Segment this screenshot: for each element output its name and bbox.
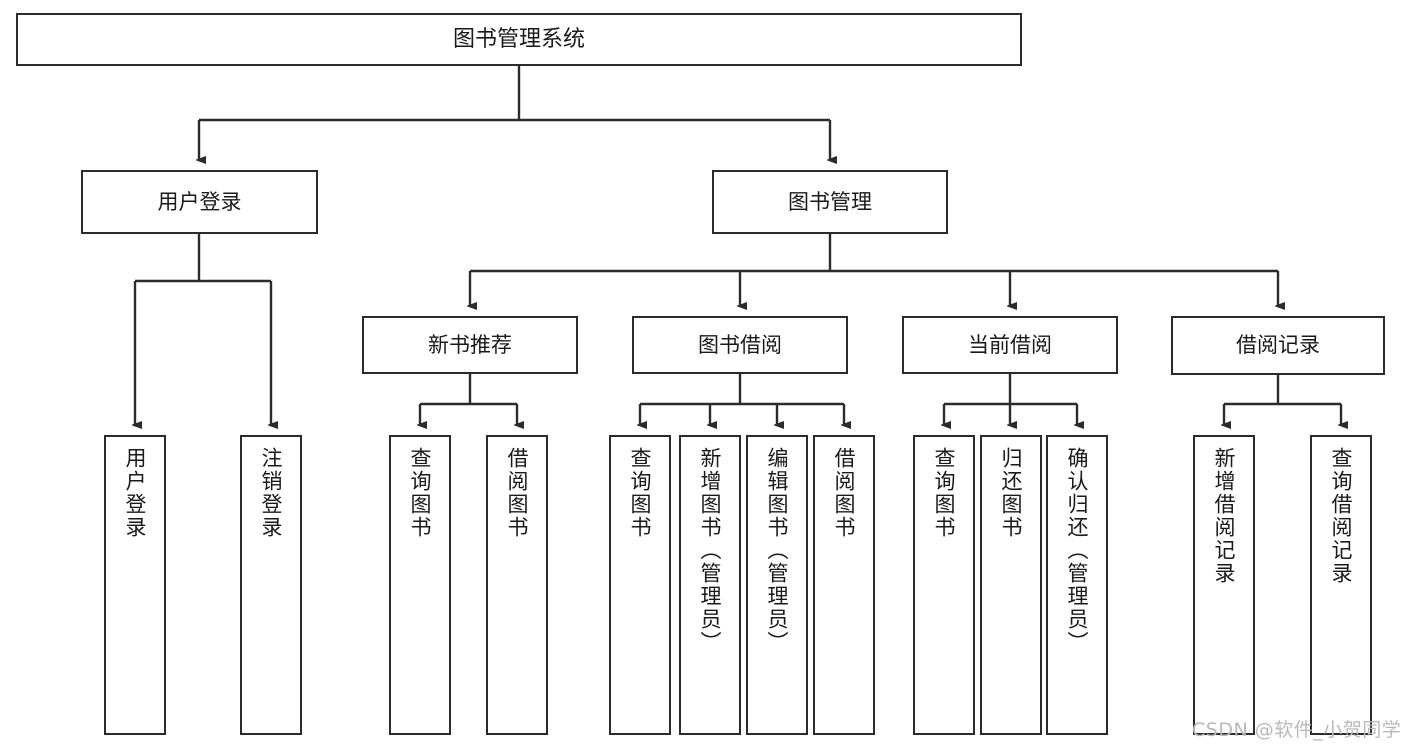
leaf-borrow-book-newbook[interactable]: 借阅图书: [486, 435, 548, 735]
leaf-add-book-admin[interactable]: 新增图书（管理员）: [679, 435, 741, 735]
node-label: 借阅记录: [1236, 333, 1320, 358]
node-label: 查询图书: [408, 447, 433, 539]
node-user-login[interactable]: 用户登录: [81, 170, 318, 234]
node-label: 当前借阅: [968, 332, 1052, 357]
node-label: 图书管理: [788, 189, 872, 214]
leaf-add-borrow-record[interactable]: 新增借阅记录: [1193, 435, 1255, 735]
leaf-query-book-newbook[interactable]: 查询图书: [389, 435, 451, 735]
node-label: 用户登录: [157, 189, 242, 214]
node-root[interactable]: 图书管理系统: [16, 13, 1022, 66]
node-new-book-recommend[interactable]: 新书推荐: [362, 316, 578, 374]
node-label: 新增图书（管理员）: [698, 447, 723, 654]
leaf-query-book-borrow[interactable]: 查询图书: [609, 435, 671, 735]
leaf-query-borrow-record[interactable]: 查询借阅记录: [1310, 435, 1372, 735]
node-book-borrow[interactable]: 图书借阅: [632, 316, 848, 374]
node-current-borrow[interactable]: 当前借阅: [902, 316, 1118, 374]
node-borrow-records[interactable]: 借阅记录: [1171, 316, 1385, 375]
node-label: 用户登录: [123, 447, 148, 539]
leaf-user-login[interactable]: 用户登录: [104, 435, 166, 735]
node-book-management[interactable]: 图书管理: [712, 170, 948, 234]
node-label: 新书推荐: [428, 332, 512, 357]
leaf-return-book[interactable]: 归还图书: [980, 435, 1042, 735]
node-label: 确认归还（管理员）: [1065, 447, 1090, 654]
node-label: 归还图书: [999, 447, 1024, 539]
node-label: 查询借阅记录: [1329, 447, 1354, 585]
leaf-confirm-return-admin[interactable]: 确认归还（管理员）: [1046, 435, 1108, 735]
leaf-edit-book-admin[interactable]: 编辑图书（管理员）: [746, 435, 808, 735]
node-label: 图书管理系统: [452, 26, 585, 52]
csdn-watermark: CSDN @软件_小贺同学: [1192, 719, 1402, 741]
leaf-logout[interactable]: 注销登录: [240, 435, 302, 735]
leaf-borrow-book[interactable]: 借阅图书: [813, 435, 875, 735]
node-label: 借阅图书: [505, 447, 530, 539]
node-label: 编辑图书（管理员）: [765, 447, 790, 654]
node-label: 图书借阅: [698, 332, 782, 357]
leaf-query-book-current[interactable]: 查询图书: [913, 435, 975, 735]
node-label: 注销登录: [259, 447, 284, 539]
node-label: 查询图书: [628, 447, 653, 539]
node-label: 新增借阅记录: [1212, 447, 1237, 585]
node-label: 查询图书: [932, 447, 957, 539]
node-label: 借阅图书: [832, 447, 857, 539]
